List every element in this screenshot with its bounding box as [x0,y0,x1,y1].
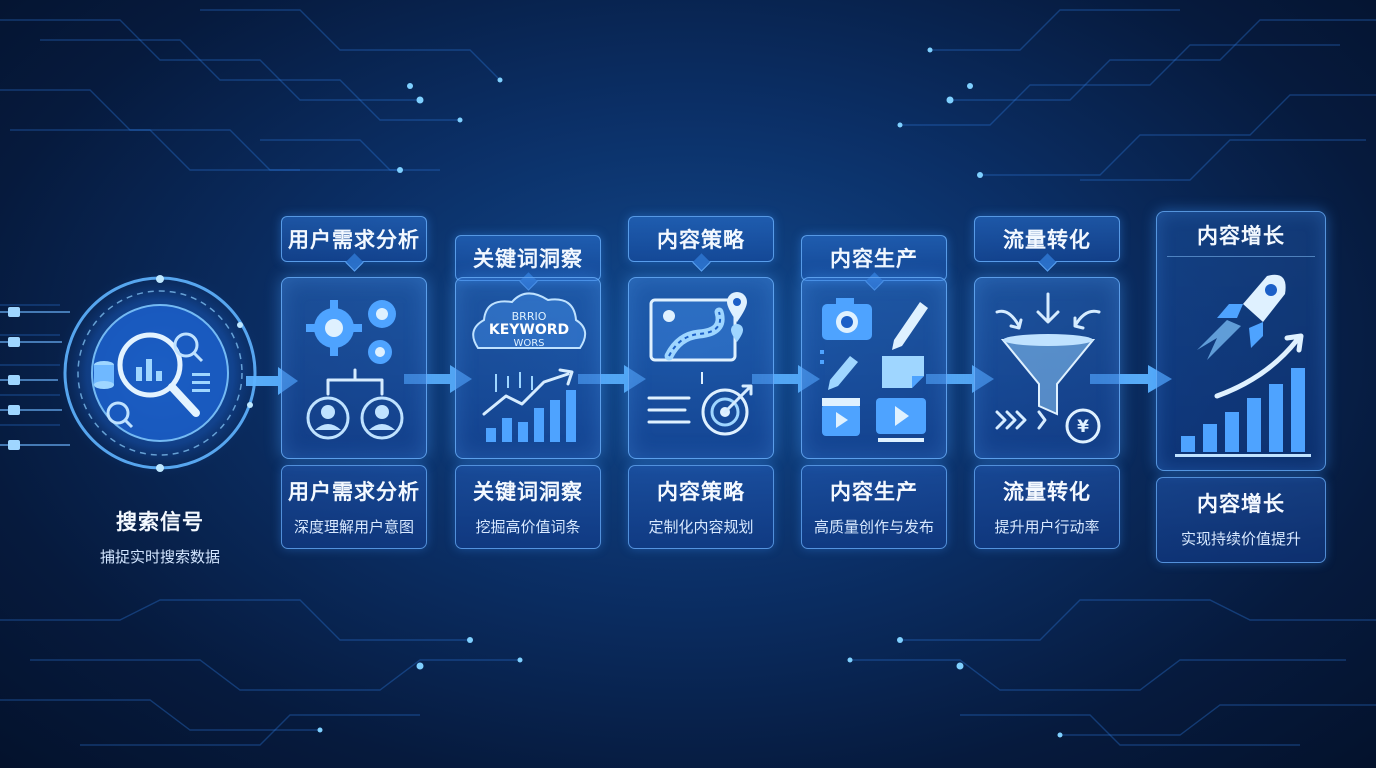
stage-1-tag-text: 用户需求分析 [288,228,420,252]
stage-1-subtitle: 深度理解用户意图 [293,518,414,536]
stage-3-subtitle: 定制化内容规划 [648,518,754,536]
stage-1-caption: 用户需求分析 深度理解用户意图 [281,465,427,549]
gears-users-icon [306,300,404,440]
flow-arrow-5 [1090,362,1172,396]
keyword-cloud-chart-icon: BRRIO KEYWORD WORS [472,292,587,442]
stage-2-title: 关键词洞察 [473,480,583,504]
stage-6-title: 内容增长 [1197,492,1285,516]
stage-1-tag: 用户需求分析 [281,216,427,272]
cloud-word-3: WORS [513,338,544,349]
search-signal-subtitle: 捕捉实时搜索数据 [99,548,220,566]
search-signal-title: 搜索信号 [116,510,204,534]
stage-5-tag-text: 流量转化 [1003,228,1091,252]
stage-1-title: 用户需求分析 [288,480,420,504]
stage-4-title: 内容生产 [830,480,918,504]
stage-6-panel: 内容增长 [1156,211,1326,471]
search-signal-hub [0,255,300,505]
camera-pen-video-icon [820,298,928,442]
stage-5-caption: 流量转化 提升用户行动率 [974,465,1120,549]
stage-5-icon-card: ¥ [974,277,1120,459]
stage-5-subtitle: 提升用户行动率 [994,518,1100,536]
cloud-word-1: BRRIO [512,310,547,323]
stage-2-tag-text: 关键词洞察 [473,247,583,271]
stage-1-icon-card [281,277,427,459]
stage-4-icon-card [801,277,947,459]
stage-4-tag-text: 内容生产 [830,247,918,271]
rocket-growth-icon [1175,274,1311,457]
cloud-word-2: KEYWORD [489,322,569,338]
stage-2-tag: 关键词洞察 [455,235,601,291]
stage-3-caption: 内容策略 定制化内容规划 [628,465,774,549]
stage-6-tag-text: 内容增长 [1197,224,1285,248]
stage-5-title: 流量转化 [1003,480,1091,504]
search-signal-icon [0,268,265,478]
stage-2-icon-card: BRRIO KEYWORD WORS [455,277,601,459]
stage-4-subtitle: 高质量创作与发布 [813,518,934,536]
stage-6-caption: 内容增长 实现持续价值提升 [1156,477,1326,563]
funnel-yen-icon: ¥ [995,292,1101,444]
yen-symbol: ¥ [1077,417,1089,437]
search-signal-label: 搜索信号 捕捉实时搜索数据 [60,506,260,567]
stage-5-tag: 流量转化 [974,216,1120,272]
stage-3-tag-text: 内容策略 [657,228,745,252]
stage-2-caption: 关键词洞察 挖掘高价值词条 [455,465,601,549]
stage-4-tag: 内容生产 [801,235,947,291]
stage-6-subtitle: 实现持续价值提升 [1180,530,1301,548]
stage-2-subtitle: 挖掘高价值词条 [475,518,581,536]
stage-4-caption: 内容生产 高质量创作与发布 [801,465,947,549]
stage-3-title: 内容策略 [657,480,745,504]
roadmap-target-icon [647,292,753,436]
stage-3-tag: 内容策略 [628,216,774,272]
stage-3-icon-card [628,277,774,459]
stage-6-tag: 内容增长 [1157,220,1325,250]
